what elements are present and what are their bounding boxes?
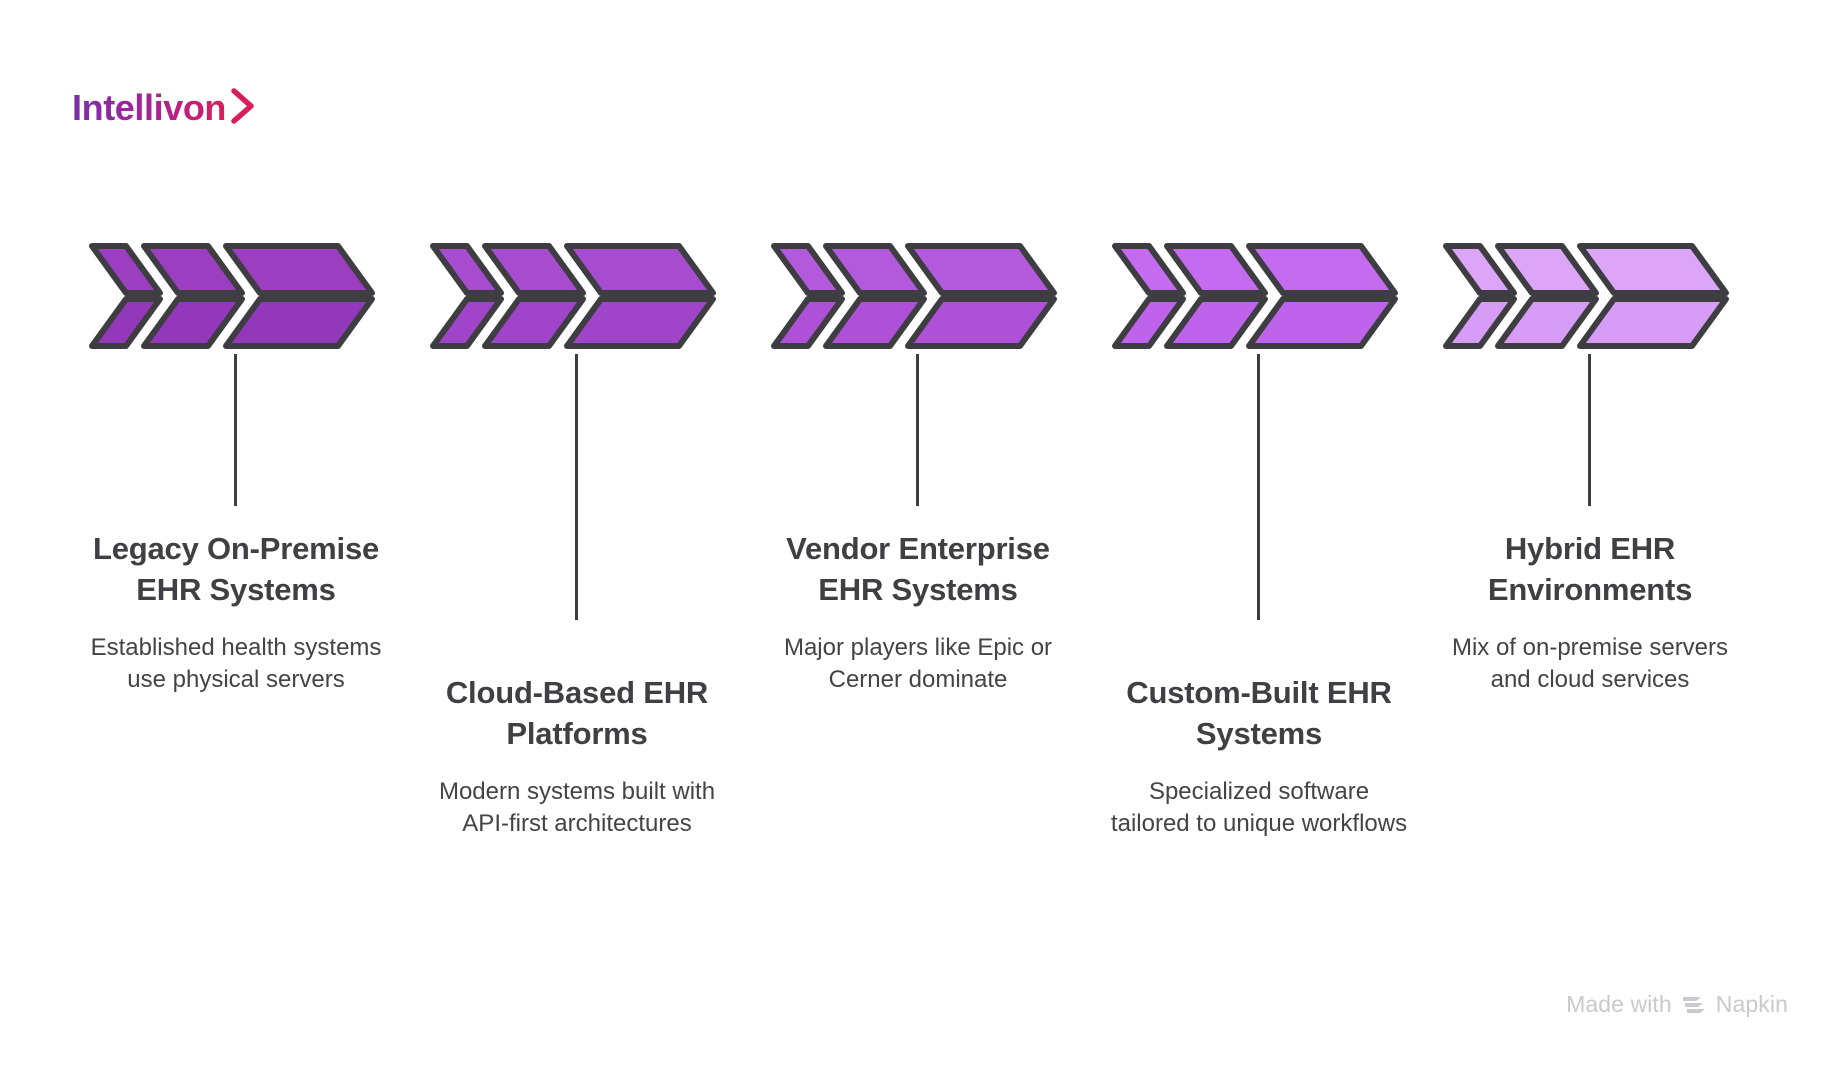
step-title-3: Vendor Enterprise EHR Systems — [786, 531, 1050, 608]
step-label-2: Cloud-Based EHR Platforms Modern systems… — [427, 672, 727, 840]
step-description-2: Modern systems built with API-first arch… — [438, 778, 716, 838]
step-title-5: Hybrid EHR Environments — [1487, 531, 1693, 608]
napkin-logo-icon — [1681, 994, 1707, 1016]
brand-logo[interactable]: Intellivon — [72, 84, 259, 131]
step-label-1: Legacy On-Premise EHR Systems Establishe… — [86, 528, 386, 696]
napkin-watermark[interactable]: Made with Napkin — [1566, 991, 1788, 1018]
chevron-group-2 — [427, 240, 727, 350]
chevron-right-icon — [229, 86, 259, 131]
step-description-1: Established health systems use physical … — [90, 634, 382, 694]
step-title-4: Custom-Built EHR Systems — [1126, 675, 1392, 752]
step-description-4: Specialized software tailored to unique … — [1110, 778, 1408, 838]
chevron-group-3 — [768, 240, 1068, 350]
step-label-5: Hybrid EHR Environments Mix of on-premis… — [1440, 528, 1740, 696]
watermark-prefix: Made with — [1566, 991, 1672, 1017]
step-description-5: Mix of on-premise servers and cloud serv… — [1451, 634, 1729, 694]
step-title-2: Cloud-Based EHR Platforms — [445, 675, 709, 752]
connector-line-2 — [575, 354, 578, 620]
connector-line-3 — [916, 354, 919, 506]
step-description-3: Major players like Epic or Cerner domina… — [783, 634, 1053, 694]
chevron-group-5 — [1440, 240, 1740, 350]
step-title-1: Legacy On-Premise EHR Systems — [92, 531, 380, 608]
watermark-brand: Napkin — [1715, 991, 1788, 1017]
connector-line-5 — [1588, 354, 1591, 506]
brand-logo-text: Intellivon — [72, 86, 227, 128]
step-label-3: Vendor Enterprise EHR Systems Major play… — [768, 528, 1068, 696]
connector-line-4 — [1257, 354, 1260, 620]
step-label-4: Custom-Built EHR Systems Specialized sof… — [1109, 672, 1409, 840]
connector-line-1 — [234, 354, 237, 506]
chevron-group-1 — [86, 240, 386, 350]
chevron-group-4 — [1109, 240, 1409, 350]
